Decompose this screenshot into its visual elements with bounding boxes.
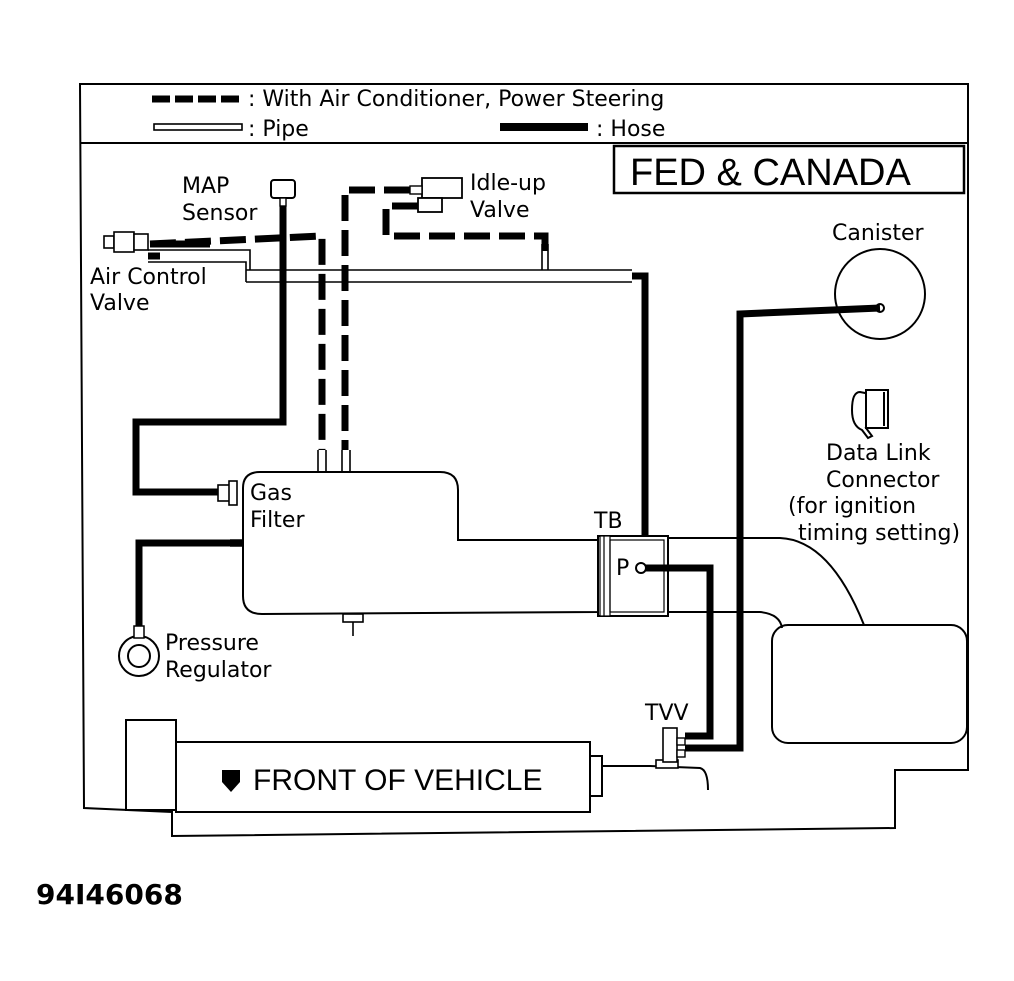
gas-filter-label-1: Gas xyxy=(250,481,292,506)
map-sensor-shape xyxy=(270,179,296,199)
front-body-end xyxy=(589,755,603,797)
front-body xyxy=(175,741,591,813)
tb-label: TB xyxy=(593,509,623,534)
pressure-regulator-label-1: Pressure xyxy=(165,631,259,656)
region-box xyxy=(612,144,966,195)
air-control-label-1: Air Control xyxy=(90,265,207,290)
idle-up-label-2: Valve xyxy=(470,198,530,223)
gas-filter-label-2: Filter xyxy=(250,508,305,533)
gas-filter-drain xyxy=(342,613,364,636)
map-sensor-stem xyxy=(279,197,287,207)
air-cleaner-shape xyxy=(771,624,968,744)
legend-hose-label: : Hose xyxy=(596,117,665,142)
region-label: FED & CANADA xyxy=(630,152,911,194)
canister-label: Canister xyxy=(832,221,925,246)
map-sensor-label-1: MAP xyxy=(182,174,229,199)
pipe-lines xyxy=(148,244,632,547)
canister-shape xyxy=(834,248,926,340)
legend: : With Air Conditioner, Power Steering :… xyxy=(152,87,665,142)
pressure-regulator-label-2: Regulator xyxy=(165,658,272,683)
front-of-vehicle-label: FRONT OF VEHICLE xyxy=(253,764,542,797)
idle-up-label-1: Idle-up xyxy=(470,171,546,196)
air-control-label-2: Valve xyxy=(90,291,150,316)
throttle-body xyxy=(597,535,669,617)
legend-dashed-label: : With Air Conditioner, Power Steering xyxy=(248,87,664,112)
data-link-connector-icon xyxy=(850,389,889,440)
intake-duct-lower xyxy=(668,611,783,629)
legend-pipe-swatch xyxy=(153,123,243,131)
gas-filter-fitting-nut xyxy=(228,480,238,506)
pressure-regulator-inner xyxy=(127,644,151,668)
front-arrow-icon xyxy=(222,770,240,792)
ac-ps-lines xyxy=(148,186,549,450)
tvv-label: TVV xyxy=(644,701,689,726)
legend-pipe-label: : Pipe xyxy=(248,117,309,142)
gas-filter-body xyxy=(242,471,599,616)
tb-port-label: P xyxy=(616,556,629,581)
tvv-base xyxy=(602,765,709,791)
figure-code: 94I46068 xyxy=(36,878,183,911)
dlc-label-1: Data Link xyxy=(826,441,931,466)
radiator-side-panel xyxy=(125,719,177,811)
tb-port xyxy=(635,562,647,574)
intake-duct-upper xyxy=(668,537,865,626)
dlc-label-4: timing setting) xyxy=(798,521,960,546)
hose-lines xyxy=(132,206,881,752)
air-control-valve-icon xyxy=(103,231,149,253)
gas-filter-fitting xyxy=(217,484,231,502)
dlc-label-3: (for ignition xyxy=(788,494,916,519)
dlc-label-2: Connector xyxy=(826,468,940,493)
tvv-icon xyxy=(662,727,686,763)
diagram-frame xyxy=(78,83,969,838)
map-sensor-label-2: Sensor xyxy=(182,201,258,226)
pressure-regulator-port xyxy=(133,625,145,639)
